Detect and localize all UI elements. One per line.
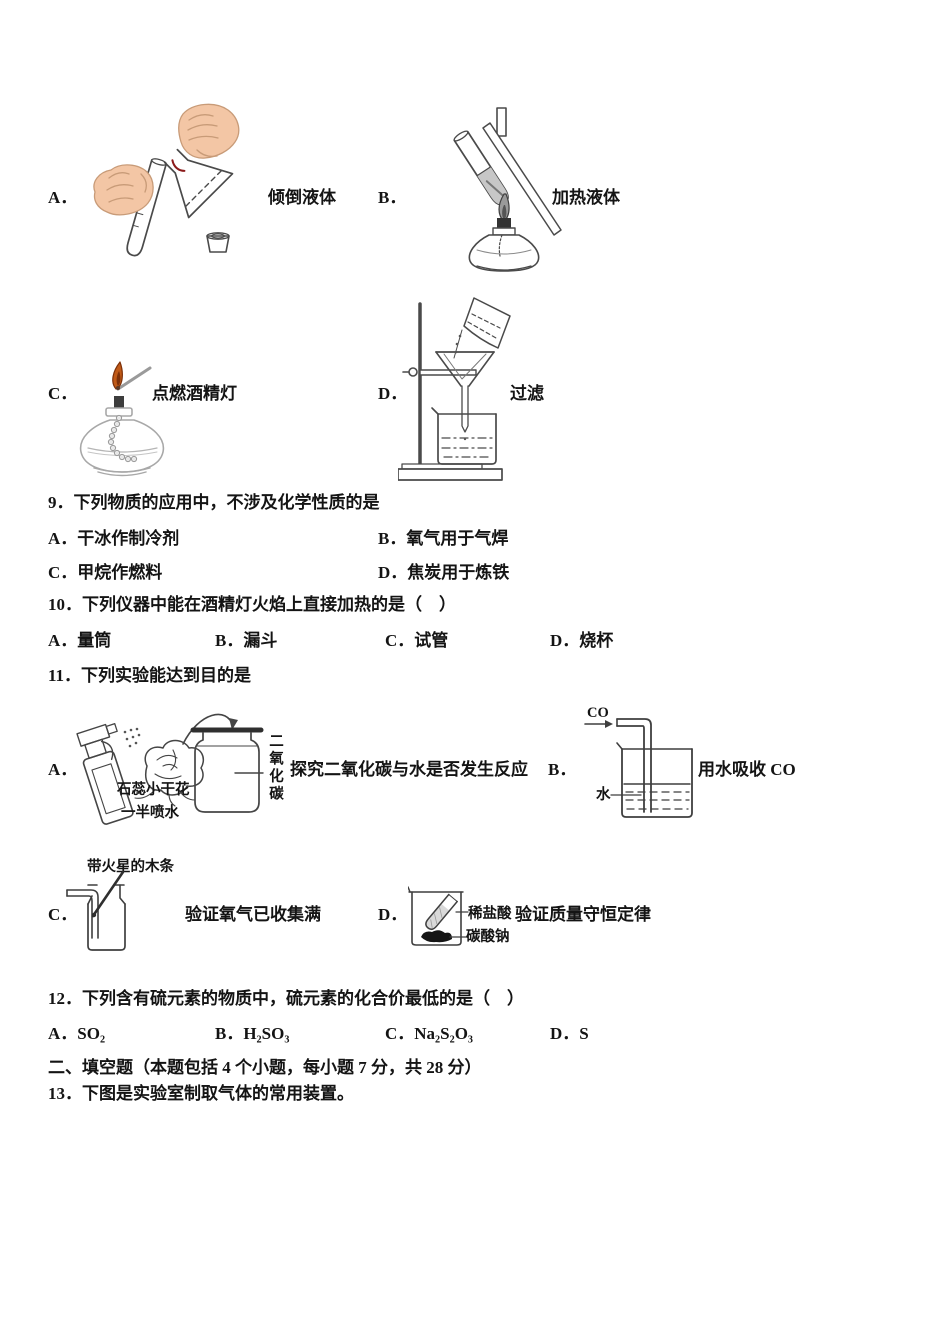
oxygen-full-test-diagram [66,870,126,951]
co2-water-experiment-diagram [76,713,264,825]
spray-flower-note-line2: 一半喷水 [121,805,179,821]
q11-option-c-label: C． [48,905,78,924]
co2-jar-label: 二氧化碳 [266,733,283,803]
q9-option-d: D．焦炭用于炼铁 [378,563,510,582]
dilute-acid-label: 稀盐酸 [468,906,512,922]
q9-option-b: B．氧气用于气焊 [378,529,509,548]
q8-option-a-label: A． [48,188,78,207]
q9-option-a: A．干冰作制冷剂 [48,529,180,548]
q8-option-d-caption: 过滤 [510,384,544,403]
light-alcohol-lamp-diagram [79,361,165,477]
pour-liquid-diagram [93,103,240,257]
q10-option-a: A．量筒 [48,631,112,650]
q8-option-a-caption: 倾倒液体 [268,188,336,207]
q11-option-b-caption: 用水吸收 CO [698,760,796,779]
q8-option-c-label: C． [48,384,78,403]
q11-option-a-label: A． [48,760,78,779]
q10-stem: 10．下列仪器中能在酒精灯火焰上直接加热的是（ ） [48,595,456,614]
filtration-diagram [398,297,511,481]
q9-option-c: C．甲烷作燃料 [48,563,163,582]
q10-option-c: C．试管 [385,631,449,650]
q11-option-b-label: B． [548,760,577,779]
glowing-splint-label: 带火星的木条 [87,859,174,875]
q13-stem: 13．下图是实验室制取气体的常用装置。 [48,1084,354,1103]
q9-stem: 9．下列物质的应用中，不涉及化学性质的是 [48,493,380,512]
q8-option-b-label: B． [378,188,407,207]
q12-option-c: C．Na₂S₂O₃ [385,1024,474,1043]
q11-option-a-caption: 探究二氧化碳与水是否发生反应 [290,760,528,779]
q8-option-c-caption: 点燃酒精灯 [152,384,237,403]
q10-option-b: B．漏斗 [215,631,278,650]
co-gas-label: CO [587,705,609,721]
q8-option-b-caption: 加热液体 [552,188,620,207]
sodium-carbonate-label: 碳酸钠 [466,929,510,945]
q11-option-d-label: D． [378,905,408,924]
q11-option-d-caption: 验证质量守恒定律 [515,905,651,924]
co-absorption-diagram [584,718,693,818]
q11-stem: 11．下列实验能达到目的是 [48,666,252,685]
q12-option-a: A．SO₂ [48,1024,106,1043]
mass-conservation-diagram [408,886,469,946]
q12-option-d: D．S [550,1024,589,1043]
q10-option-d: D．烧杯 [550,631,614,650]
water-label: 水 [596,787,611,803]
q12-stem: 12．下列含有硫元素的物质中，硫元素的化合价最低的是（ ） [48,989,524,1008]
spray-flower-note-line1: 石蕊小干花 [117,782,190,798]
q11-option-c-caption: 验证氧气已收集满 [185,905,321,924]
section2-heading: 二、填空题（本题包括 4 个小题，每小题 7 分，共 28 分） [48,1058,482,1077]
q12-option-b: B．H₂SO₃ [215,1024,290,1043]
q8-option-d-label: D． [378,384,408,403]
heat-liquid-diagram [453,107,562,272]
